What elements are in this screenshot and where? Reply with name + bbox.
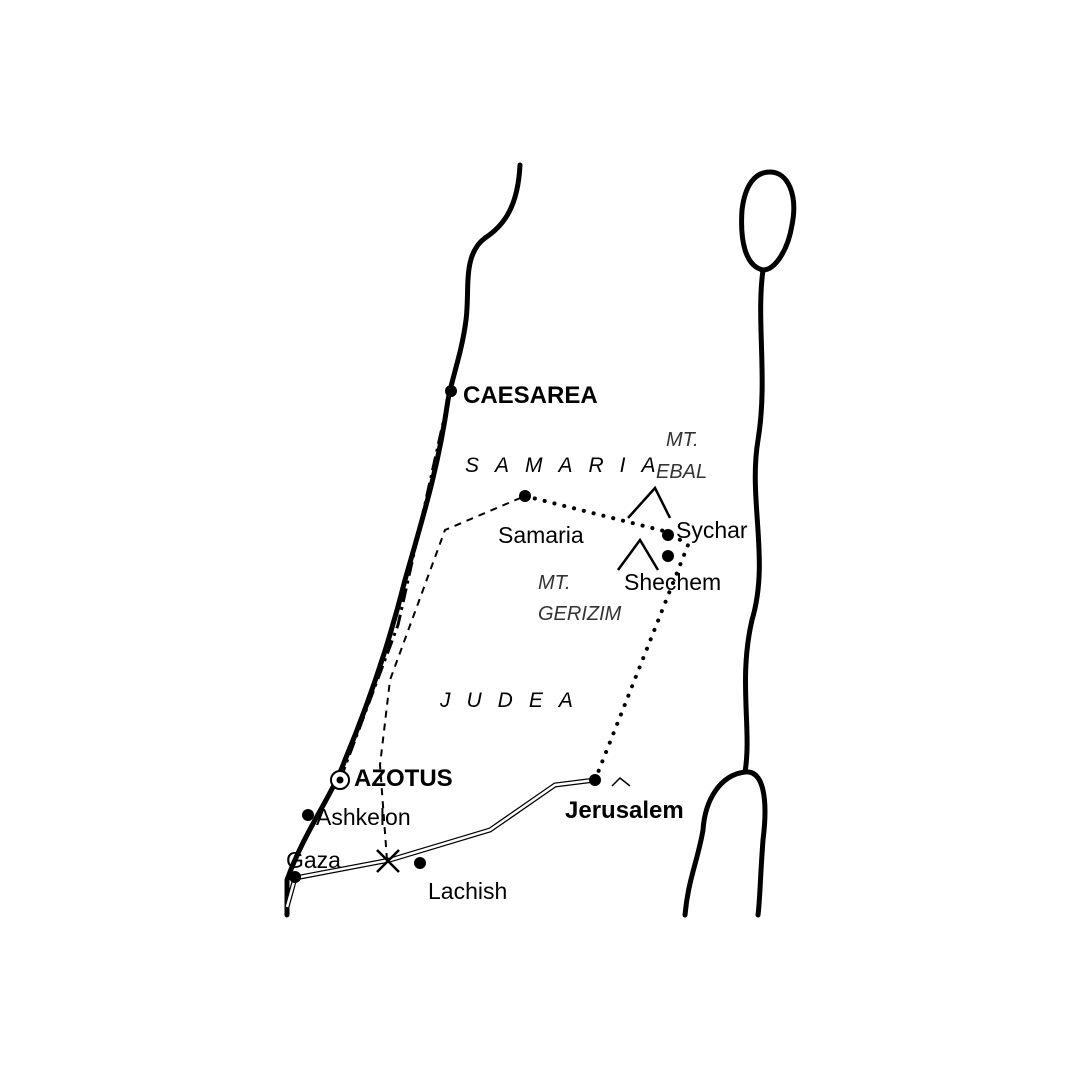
sea-of-galilee [739, 169, 797, 273]
region-label-judea: JUDEA [439, 689, 589, 712]
city-label-shechem: Shechem [624, 569, 721, 595]
city-label-lachish: Lachish [428, 878, 507, 904]
city-dot-icon [589, 774, 601, 786]
mountain-label-ebal-line1: MT. [666, 429, 699, 451]
mountain-label-gerizim-line1: MT. [538, 572, 571, 594]
mountain-caret-icon [627, 485, 672, 519]
route-gaza-road-samaria [378, 495, 526, 861]
city-dot-icon [289, 871, 301, 883]
city-label-azotus: AZOTUS [354, 765, 453, 792]
mediterranean-coastline [284, 162, 523, 918]
city-label-samaria: Samaria [498, 522, 584, 548]
city-label-gaza: Gaza [286, 847, 341, 873]
city-dot-icon [302, 809, 314, 821]
city-dot-icon [414, 857, 426, 869]
dead-sea [682, 769, 768, 918]
city-dot-icon [519, 490, 531, 502]
city-label-caesarea: CAESAREA [463, 382, 598, 409]
city-dot-icon [662, 529, 674, 541]
mountain-label-ebal-line2: EBAL [656, 461, 707, 483]
city-dot-icon [662, 550, 674, 562]
region-label-samaria: SAMARIA [465, 454, 672, 477]
mountain-label-gerizim-line2: GERIZIM [538, 603, 622, 625]
city-dot-icon [445, 385, 457, 397]
mountain-caret-icon [616, 537, 660, 571]
city-label-ashkelon: Ashkelon [316, 804, 411, 830]
cross-x-icon [376, 849, 400, 873]
city-label-sychar: Sychar [676, 517, 748, 543]
double-circle-city-icon [330, 770, 350, 790]
jordan-river [742, 267, 766, 775]
mountain-caret-icon [611, 776, 631, 787]
city-label-jerusalem: Jerusalem [565, 797, 684, 824]
route-azotus-caesarea [338, 391, 452, 781]
